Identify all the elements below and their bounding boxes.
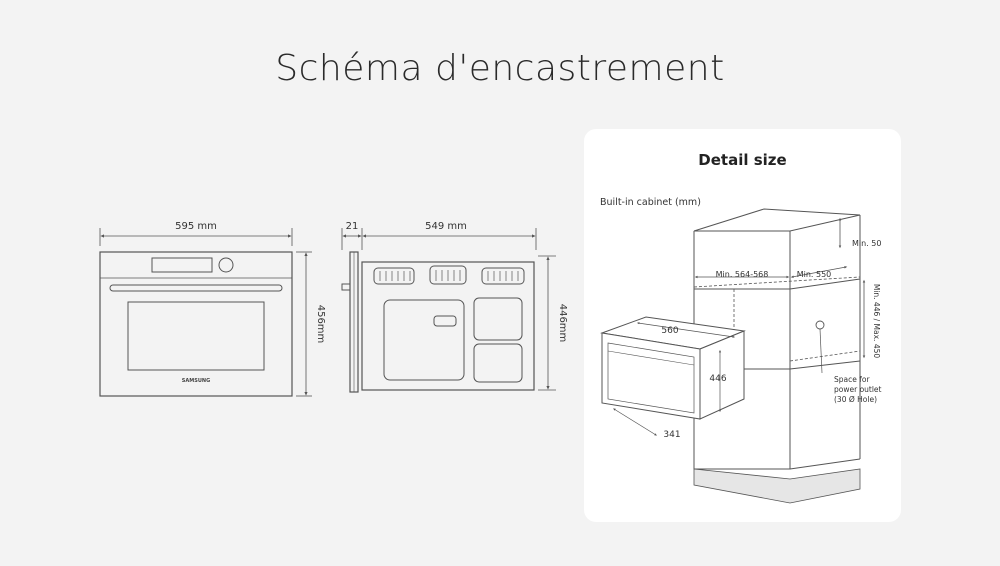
side-box-lower <box>473 343 523 383</box>
power-outlet-icon <box>815 320 825 330</box>
control-knob-icon <box>218 257 234 273</box>
cabinet-depth-label: Min. 550 <box>797 270 832 279</box>
brand-logo-text: SAMSUNG <box>182 378 210 384</box>
oven-depth-label: 341 <box>663 430 680 440</box>
page-title: Schéma d'encastrement <box>275 48 725 89</box>
detail-size-card: Detail size Built-in cabinet (mm) <box>584 129 901 522</box>
oven-front-body <box>99 251 293 397</box>
outlet-note-line-2: power outlet <box>834 385 882 394</box>
door-handle <box>109 284 283 292</box>
cabinet-width-label: Min. 564-568 <box>716 270 769 279</box>
vent-middle <box>429 265 467 285</box>
cabinet-depth-dimension-line <box>790 266 848 278</box>
control-display <box>151 257 213 273</box>
detail-title: Detail size <box>698 151 787 169</box>
vent-right <box>481 267 525 285</box>
front-depth-label: 21 <box>346 221 359 232</box>
side-box-upper <box>473 297 523 341</box>
outlet-note-line-1: Space for <box>834 375 870 384</box>
side-inner-panel <box>383 299 465 381</box>
side-handle <box>341 283 351 291</box>
min-top-label: Min. 50 <box>852 239 881 248</box>
vent-left <box>373 267 415 285</box>
depth-label: 549 mm <box>425 221 467 232</box>
outlet-note-line-3: (30 Ø Hole) <box>834 395 877 404</box>
side-view <box>341 228 556 393</box>
front-width-label: 595 mm <box>175 221 217 232</box>
oven-unit <box>600 316 746 436</box>
cabinet-height-label: Min. 446 / Max. 450 <box>872 284 881 359</box>
cabinet-label: Built-in cabinet (mm) <box>600 197 701 208</box>
cabinet-installation-diagram: Min. 50 Min. 564-568 Min. 550 Min. 446 /… <box>600 208 882 504</box>
front-view <box>99 228 312 397</box>
side-body <box>361 261 535 391</box>
front-height-label: 456mm <box>315 305 326 344</box>
oven-technical-drawings: 595 mm SAMSUNG 456mm <box>99 221 568 397</box>
side-inner-slot <box>433 315 457 327</box>
side-height-label: 446mm <box>557 304 568 343</box>
oven-width-label: 560 <box>661 326 678 336</box>
oven-depth-dimension-line <box>613 408 657 436</box>
oven-width-dimension-line <box>636 322 736 338</box>
oven-height-label: 446 <box>709 374 726 384</box>
door-window <box>127 301 265 371</box>
